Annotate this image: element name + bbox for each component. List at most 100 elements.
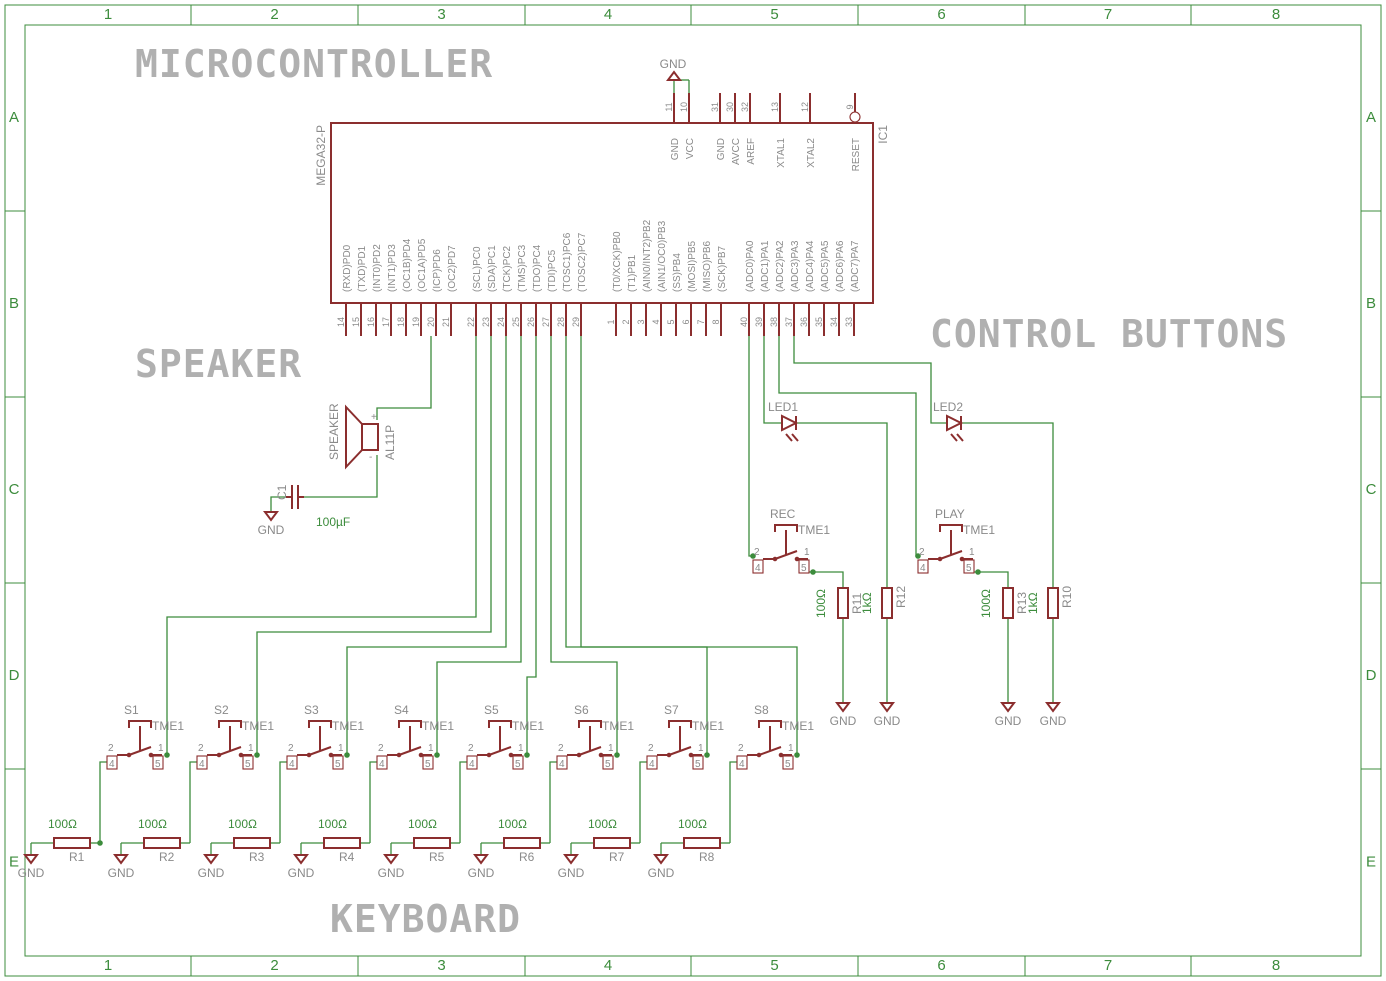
switch-pin-number: 5: [515, 759, 521, 770]
key-resistor-value: 100Ω: [138, 817, 167, 831]
speaker-minus-label: -: [369, 452, 372, 463]
ic-value: MEGA32-P: [314, 125, 328, 186]
wire-led2: [793, 336, 947, 424]
key-resistor-name: R6: [519, 850, 535, 864]
ctrl-resistor-name: R10: [1060, 586, 1074, 608]
speaker-plus-label: +: [371, 412, 377, 423]
key-resistor-name: R4: [339, 850, 355, 864]
switch-name: S7: [664, 703, 679, 717]
ic-pin-label: VCC: [685, 138, 696, 159]
section-titles: MICROCONTROLLER SPEAKER CONTROL BUTTONS …: [135, 42, 1287, 941]
speaker-magnet: [361, 423, 379, 451]
ic-pin-number: 25: [511, 317, 521, 327]
ic-pin-number: 10: [679, 102, 689, 112]
wire-rec: [748, 336, 753, 557]
wire-key-7: [580, 336, 798, 755]
wire-speaker-plus: [376, 336, 432, 420]
ic-pin-number: 35: [814, 317, 824, 327]
wire-led1: [763, 336, 782, 424]
wire-junction: [975, 569, 981, 575]
ic-pin-label: (OC1B)PD4: [402, 238, 413, 292]
switch-cap: [308, 720, 332, 728]
ic-pin-label: AVCC: [731, 138, 742, 165]
wire-junction: [810, 569, 816, 575]
ic-pin-label: (T0/XCK)PB0: [612, 231, 623, 292]
ctrl-resistor-value: 1kΩ: [860, 592, 874, 614]
resistor-body: [1002, 587, 1014, 619]
key-resistor-name: R3: [249, 850, 265, 864]
switch-pin-box: [646, 755, 658, 770]
gnd-label: GND: [468, 866, 495, 880]
switch-pin-box: [556, 755, 568, 770]
led-ray: [791, 433, 799, 442]
switch-name: S5: [484, 703, 499, 717]
wire-key-6: [565, 336, 708, 755]
frame-col-label: 5: [770, 957, 778, 974]
frame-col-label: 3: [437, 6, 445, 23]
ic-pin-label: (INT0)PD2: [372, 244, 383, 292]
wire-key-res-5: [549, 761, 557, 843]
cap-value: 100µF: [316, 515, 350, 529]
frame-row-label: E: [9, 853, 19, 870]
wire-junction: [97, 840, 103, 846]
ic-pin-label: (AIN1/OC0)PB3: [657, 220, 668, 292]
ic-pin-number: 8: [711, 319, 721, 324]
gnd-symbol: [653, 854, 669, 865]
frame-row-label: B: [1366, 295, 1376, 312]
wire-junction: [614, 752, 620, 758]
wire-key-res-4: [459, 761, 467, 843]
ic-pin-label: (SCK)PB7: [717, 245, 728, 292]
switch-pin-box: [196, 755, 208, 770]
title-microcontroller: MICROCONTROLLER: [135, 42, 493, 86]
key-resistor-value: 100Ω: [228, 817, 257, 831]
gnd-symbol-top: [666, 70, 682, 81]
switch-name: S1: [124, 703, 139, 717]
frame-row-label: B: [9, 295, 19, 312]
switch-pin-number: 1: [338, 743, 344, 754]
led-triangle: [781, 414, 799, 432]
ic-pin-label: (TDI)PC5: [547, 249, 558, 292]
frame-col-label: 6: [937, 957, 945, 974]
ic-pin-number: 7: [696, 319, 706, 324]
wire-junction: [434, 752, 440, 758]
gnd-label: GND: [378, 866, 405, 880]
ic-pin-number: 39: [754, 317, 764, 327]
switch-name: S3: [304, 703, 319, 717]
switch-type: TME1: [963, 523, 995, 537]
ic-pin-number: 3: [636, 319, 646, 324]
gnd-label: GND: [288, 866, 315, 880]
ic-pin-label: (ICP)PD6: [432, 249, 443, 292]
resistor-body: [323, 837, 361, 849]
switch-type: TME1: [332, 719, 364, 733]
title-keyboard: KEYBOARD: [330, 897, 521, 941]
resistor-body: [881, 587, 893, 619]
led-name: LED2: [933, 400, 963, 414]
switch-type: TME1: [602, 719, 634, 733]
gnd-symbol: [383, 854, 399, 865]
wire-led1-r: [796, 422, 888, 588]
ic-pin-label: (TMS)PC3: [517, 244, 528, 292]
resistor-body: [53, 837, 91, 849]
switch-pin-number: 2: [378, 743, 384, 754]
ic-pin-number: 2: [621, 319, 631, 324]
switch-pin-number: 1: [608, 743, 614, 754]
switch-pin-number: 2: [198, 743, 204, 754]
switch-pin-number: 1: [804, 547, 810, 558]
switch-pin-number: 2: [738, 743, 744, 754]
resistor-body: [503, 837, 541, 849]
ic-pin-label: (ADC1)PA1: [760, 240, 771, 292]
switch-pin-number: 2: [919, 547, 925, 558]
switch-pin-number: 4: [469, 759, 475, 770]
switch-pin-number: 4: [379, 759, 385, 770]
switch-pin-number: 1: [518, 743, 524, 754]
ic-pin-number: 15: [351, 317, 361, 327]
key-resistor-value: 100Ω: [48, 817, 77, 831]
title-speaker: SPEAKER: [135, 342, 302, 386]
switch-pin-number: 2: [558, 743, 564, 754]
ic-pin-number: 22: [466, 317, 476, 327]
wire-junction: [164, 752, 170, 758]
ic-pin-number: 34: [829, 317, 839, 327]
key-resistor-name: R5: [429, 850, 445, 864]
